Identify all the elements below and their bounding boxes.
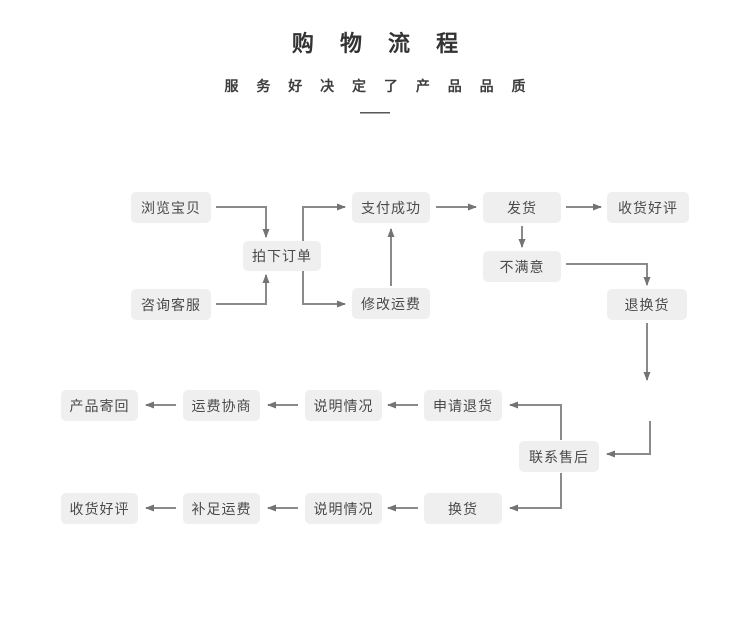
node-receive-good-review-bottom: 收货好评 <box>61 493 138 524</box>
arrow-contact-to-apply-return <box>509 401 562 440</box>
page-title: 购 物 流 程 <box>291 31 469 56</box>
node-return-exchange: 退换货 <box>607 289 687 320</box>
arrow-consult-to-order <box>216 274 270 305</box>
node-consult-service: 咨询客服 <box>131 289 211 320</box>
page-subtitle: 服 务 好 决 定 了 产 品 品 质 <box>224 78 533 94</box>
arrow-elbow-to-contact <box>606 421 651 458</box>
node-browse-items: 浏览宝贝 <box>131 192 211 223</box>
node-payment-success: 支付成功 <box>352 192 430 223</box>
node-explain-situation-exchange: 说明情况 <box>305 493 382 524</box>
node-exchange-goods: 换货 <box>424 493 502 524</box>
arrow-browse-to-order <box>216 206 270 238</box>
node-send-product-back: 产品寄回 <box>61 390 138 421</box>
node-modify-shipping-fee: 修改运费 <box>352 288 430 319</box>
node-place-order: 拍下订单 <box>243 241 321 271</box>
node-explain-situation-return: 说明情况 <box>305 390 382 421</box>
node-contact-after-sales: 联系售后 <box>519 441 599 472</box>
node-ship-goods: 发货 <box>483 192 561 223</box>
arrow-contact-to-exchange <box>509 473 562 512</box>
arrow-order-to-modify <box>302 271 346 308</box>
node-unsatisfied: 不满意 <box>483 251 561 282</box>
node-apply-return: 申请退货 <box>424 390 502 421</box>
subtitle-dash: —— <box>360 104 390 121</box>
arrow-unsatisfied-to-return <box>566 263 651 286</box>
node-makeup-shipping-fee: 补足运费 <box>183 493 260 524</box>
node-shipping-negotiation: 运费协商 <box>183 390 260 421</box>
node-receive-good-review-top: 收货好评 <box>607 192 689 223</box>
arrow-order-to-pay <box>302 203 346 241</box>
